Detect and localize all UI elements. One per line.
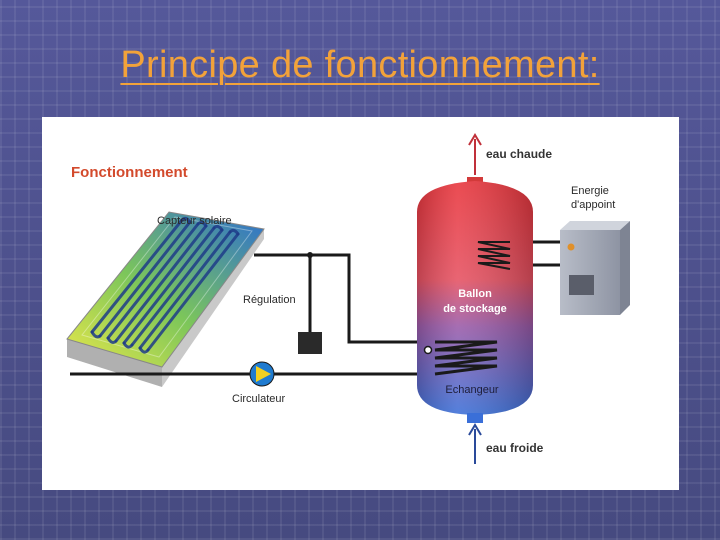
slide-title: Principe de fonctionnement:: [120, 44, 600, 86]
exchanger-label: Echangeur: [445, 384, 499, 396]
controller-box-icon: [298, 332, 322, 354]
hot-water-label: eau chaude: [486, 147, 552, 161]
energy-label-line2: d'appoint: [571, 199, 615, 211]
energy-label-line1: Energie: [571, 185, 609, 197]
cold-water-label: eau froide: [486, 441, 544, 455]
solar-collector-label: Capteur solaire: [157, 215, 232, 227]
pump-icon: [249, 361, 275, 387]
coil-icon: [434, 340, 498, 376]
diagram-figure: Fonctionnement Capteur solaire Régulatio…: [42, 117, 679, 490]
solar-panel-icon: [66, 211, 265, 387]
coil-icon: [477, 241, 511, 270]
diagram-heading: Fonctionnement: [71, 164, 188, 181]
solar-water-heater-diagram: Fonctionnement Capteur solaire Régulatio…: [66, 133, 630, 464]
circulator-label: Circulateur: [232, 393, 286, 405]
arrow-up-icon: [468, 423, 482, 464]
heater-box-icon: [560, 221, 630, 315]
regulation-label: Régulation: [243, 294, 296, 306]
arrow-up-icon: [468, 133, 482, 175]
tank-label-line1: Ballon: [458, 288, 492, 300]
tank-label-line2: de stockage: [443, 303, 507, 315]
